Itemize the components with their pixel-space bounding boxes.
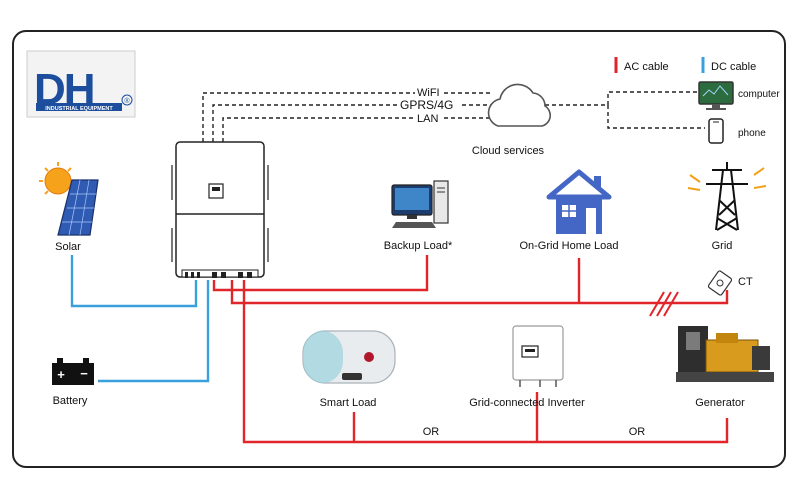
grid-pylon-icon [687,162,767,231]
cloud-computer-line [545,91,697,106]
cable-break-marks [649,291,679,317]
smart-load-label: Smart Load [320,397,377,409]
logo-registered-mark: ® [124,97,130,105]
solar-label: Solar [55,241,81,253]
or-label-1: OR [423,426,440,438]
phone-icon [708,118,724,144]
solar-dc-cable [70,255,198,308]
backup-load-cable [212,255,429,292]
phone-label: phone [738,128,766,139]
ac-cables [212,255,729,444]
grid-label: Grid [712,240,733,252]
cloud-services-label: Cloud services [472,145,545,157]
grid-inverter-label: Grid-connected Inverter [469,397,585,409]
wifi-line [202,92,415,142]
backup-load-label: Backup Load* [384,240,453,252]
computer-label: computer [738,89,780,100]
or-label-2: OR [629,426,646,438]
wifi-label: WiFI [417,87,440,99]
grid-inverter-icon [512,325,564,387]
hybrid-inverter-icon [171,141,269,278]
comm-lines [202,91,705,142]
gprs-label: GPRS/4G [400,98,453,112]
legend-dc-label: DC cable [711,61,756,73]
battery-label: Battery [53,395,88,407]
cloud-phone-line [607,105,705,129]
lan-label: LAN [417,113,438,125]
diagram-frame [12,30,786,468]
svg-text:+: + [57,367,65,382]
ct-label: CT [738,276,753,288]
legend: AC cable DC cable [614,57,756,73]
solar-panel-icon [39,162,99,236]
generator-icon [676,326,774,382]
water-heater-icon [302,330,396,384]
logo-subtitle: INDUSTRIAL EQUIPMENT [45,106,113,112]
battery-icon: + − [52,358,94,385]
lan-line [222,117,415,142]
backup-load-computer-icon [391,180,449,228]
battery-dc-cable [98,280,210,383]
gprs-line [212,104,398,142]
ct-sensor-icon [707,270,733,296]
legend-ac-label: AC cable [624,61,669,73]
logo: DH INDUSTRIAL EQUIPMENT ® [26,50,136,118]
dc-cables [70,255,210,383]
cloud-icon [487,83,551,127]
svg-text:−: − [80,366,88,381]
house-icon [546,169,612,234]
home-load-label: On-Grid Home Load [519,240,618,252]
generator-label: Generator [695,397,745,409]
computer-icon [698,81,734,110]
grid-main-cable [230,280,729,305]
generator-bus-cable [242,280,729,444]
